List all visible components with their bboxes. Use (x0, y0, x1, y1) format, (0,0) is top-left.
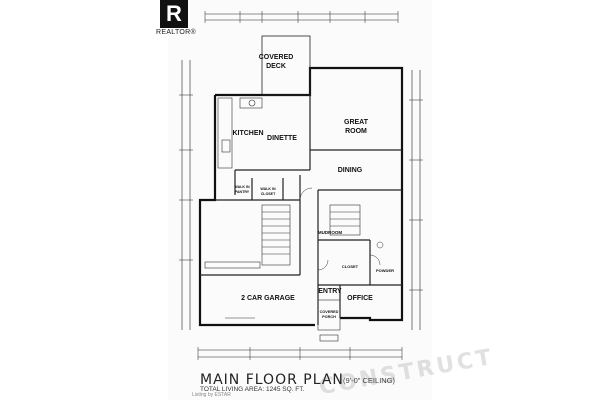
label-walk-in-pantry-1: WALK IN (234, 185, 250, 189)
label-dining: DINING (338, 167, 363, 174)
ceiling-note: (9'-0" CEILING) (343, 376, 396, 385)
label-office: OFFICE (347, 295, 373, 302)
label-closet: CLOSET (342, 264, 359, 269)
label-mudroom: MUDROOM (318, 230, 342, 235)
label-walk-in-closet-2: CLOSET (261, 192, 276, 196)
dimension-ticks (179, 11, 423, 360)
door-swings (299, 187, 384, 271)
realtor-logo-label: REALTOR® (156, 29, 196, 36)
listing-credit: Listing by ESTAR (192, 392, 231, 398)
label-walk-in-closet-1: WALK IN (260, 187, 276, 191)
dimension-lines (181, 13, 421, 358)
label-entry: ENTRY (318, 288, 342, 295)
left-margin (0, 0, 168, 400)
label-covered-deck-1: COVERED (259, 54, 294, 61)
exterior-walls (198, 66, 404, 327)
deck-outline (261, 35, 311, 96)
label-covered-porch-1: COVERED (320, 310, 339, 314)
garage-details (204, 261, 261, 319)
living-area: TOTAL LIVING AREA: 1245 SQ. FT. (200, 386, 305, 393)
interior-walls (200, 95, 402, 325)
label-kitchen: KITCHEN (232, 130, 263, 137)
label-great-room-2: ROOM (345, 128, 367, 135)
porch-outline (317, 299, 341, 342)
plan-title: MAIN FLOOR PLAN (200, 372, 344, 388)
right-margin (432, 0, 600, 400)
label-great-room-1: GREAT (344, 119, 369, 126)
label-covered-deck-2: DECK (266, 63, 286, 70)
label-covered-porch-2: PORCH (322, 315, 336, 319)
kitchen-counters (217, 97, 263, 169)
label-walk-in-pantry-2: PANTRY (235, 190, 250, 194)
label-powder: POWDER (376, 268, 394, 273)
logo-mark: R (166, 1, 182, 26)
stairs (261, 204, 361, 266)
label-dinette: DINETTE (267, 135, 297, 142)
label-garage: 2 CAR GARAGE (241, 295, 295, 302)
realtor-logo-icon: R (160, 0, 188, 28)
